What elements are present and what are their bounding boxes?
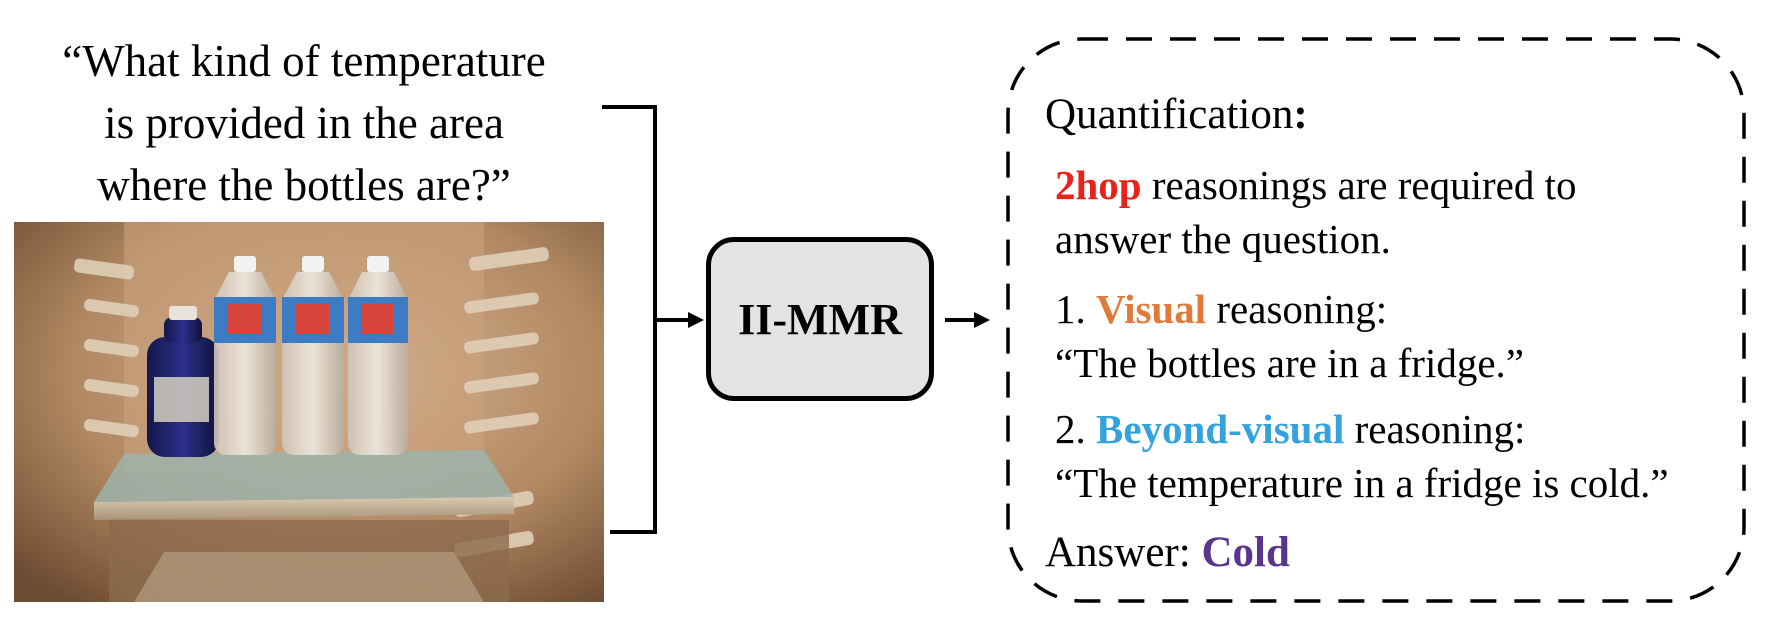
question-line-1: “What kind of temperature (62, 36, 546, 86)
quantification-panel: Quantification: 2hop reasonings are requ… (1005, 36, 1747, 604)
visual-reasoning-step: 1. Visual reasoning: (1055, 286, 1388, 332)
hop-line: 2hop reasonings are required to (1055, 162, 1577, 208)
beyond-visual-reasoning-quote: “The temperature in a fridge is cold.” (1055, 460, 1669, 506)
question-text: “What kind of temperature is provided in… (14, 30, 594, 216)
question-line-2: is provided in the area (104, 98, 504, 148)
model-box: II-MMR (706, 237, 934, 401)
answer-line: Answer: Cold (1045, 529, 1290, 576)
visual-keyword: Visual (1096, 286, 1207, 332)
answer-value: Cold (1201, 529, 1290, 576)
model-label: II-MMR (738, 294, 902, 344)
hop-count: 2hop (1055, 162, 1142, 208)
beyond-visual-keyword: Beyond-visual (1096, 406, 1345, 452)
fridge-photo (14, 222, 604, 602)
question-line-3: where the bottles are?” (97, 160, 511, 210)
beyond-visual-reasoning-step: 2. Beyond-visual reasoning: (1055, 406, 1526, 452)
quantification-title: Quantification: (1045, 91, 1308, 138)
hop-line-2: answer the question. (1055, 216, 1391, 262)
visual-reasoning-quote: “The bottles are in a fridge.” (1055, 340, 1524, 386)
